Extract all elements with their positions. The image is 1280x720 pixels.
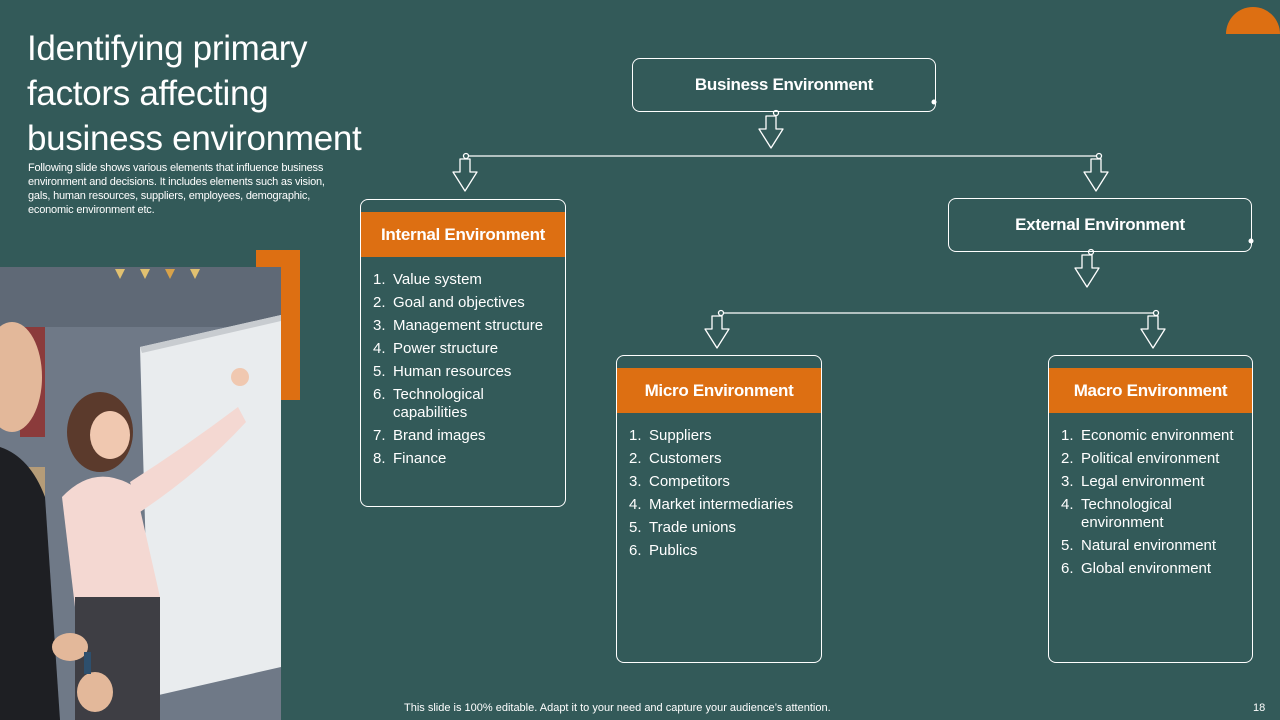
list-item: 2.Political environment <box>1061 450 1220 467</box>
business-environment-label: Business Environment <box>694 75 874 94</box>
list-item: 2.Goal and objectives <box>373 294 525 311</box>
page-number: 18 <box>1253 702 1266 714</box>
list-item: 5.Natural environment <box>1061 537 1217 554</box>
photo-illustration <box>0 267 281 720</box>
macro-environment-header: Macro Environment <box>1049 368 1252 413</box>
corner-half-circle-decoration <box>1226 7 1280 34</box>
internal-environment-header: Internal Environment <box>361 212 565 257</box>
list-item: 1.Suppliers <box>629 427 712 444</box>
slide-subtitle: Following slide shows various elements t… <box>28 162 325 216</box>
list-item: 3.Competitors <box>629 473 730 490</box>
list-item: 7.Brand images <box>373 427 486 444</box>
person-at-whiteboard-photo <box>0 267 281 720</box>
slide-title: Identifying primary factors affecting bu… <box>27 29 362 158</box>
list-item: 3.Legal environment <box>1061 473 1205 490</box>
list-item: 4.Technological environment <box>1061 496 1172 531</box>
list-item: 1.Economic environment <box>1061 427 1234 444</box>
slide-footer: This slide is 100% editable. Adapt it to… <box>404 702 831 714</box>
micro-environment-list: 1.Suppliers 2.Customers 3.Competitors 4.… <box>629 427 813 565</box>
list-item: 4.Market intermediaries <box>629 496 794 513</box>
external-environment-node: External Environment <box>948 198 1252 252</box>
list-item: 4.Power structure <box>373 340 499 357</box>
macro-environment-list: 1.Economic environment 2.Political envir… <box>1061 427 1244 583</box>
list-item: 6.Technological capabilities <box>373 386 484 421</box>
micro-environment-card: Micro Environment 1.Suppliers 2.Customer… <box>616 355 822 663</box>
list-item: 1.Value system <box>373 271 482 288</box>
macro-environment-card: Macro Environment 1.Economic environment… <box>1048 355 1253 663</box>
list-item: 3.Management structure <box>373 317 544 334</box>
list-item: 6.Publics <box>629 542 698 559</box>
internal-environment-list: 1.Value system 2.Goal and objectives 3.M… <box>373 271 557 473</box>
list-item: 6.Global environment <box>1061 560 1212 577</box>
list-item: 2.Customers <box>629 450 722 467</box>
business-environment-node: Business Environment <box>632 58 936 112</box>
micro-environment-header: Micro Environment <box>617 368 821 413</box>
list-item: 5.Human resources <box>373 363 512 380</box>
external-environment-label: External Environment <box>1015 215 1185 234</box>
list-item: 5.Trade unions <box>629 519 736 536</box>
internal-environment-card: Internal Environment 1.Value system 2.Go… <box>360 199 566 507</box>
list-item: 8.Finance <box>373 450 447 467</box>
